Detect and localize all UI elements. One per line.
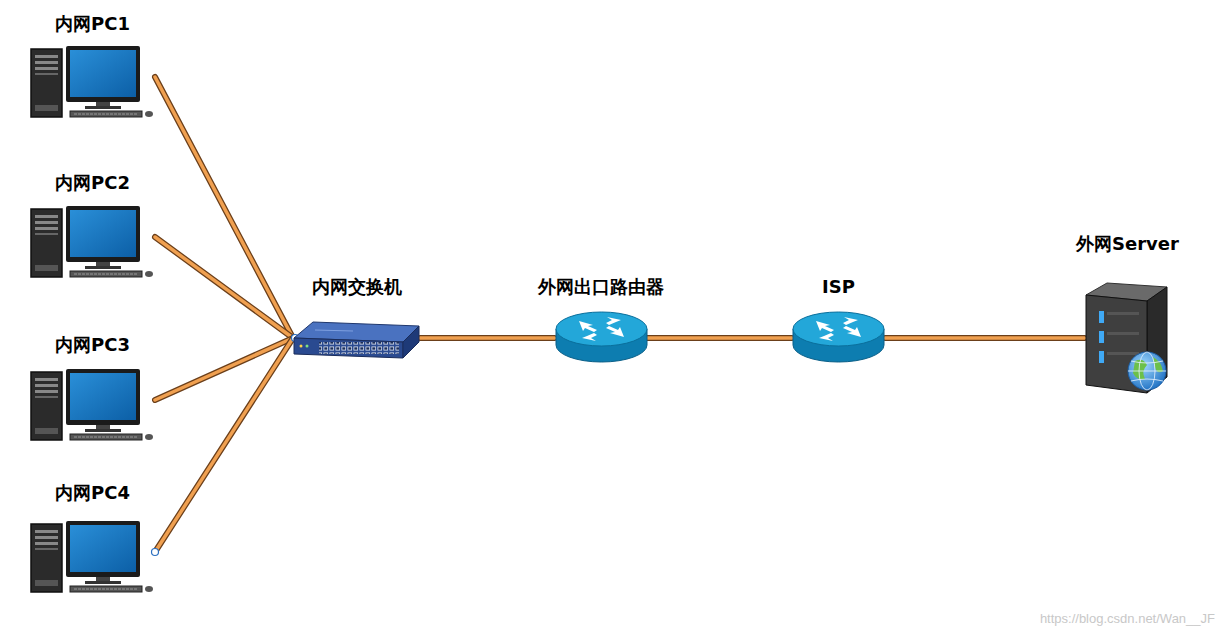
device-node: 内网PC2 <box>30 172 155 280</box>
device-node: 内网交换机 <box>293 276 420 360</box>
network-cable <box>648 338 793 339</box>
cable-core <box>155 77 293 338</box>
cable-core <box>420 336 555 340</box>
device-label: 内网PC1 <box>55 13 130 35</box>
device-icon-graphic <box>1085 281 1171 395</box>
device-label: 外网出口路由器 <box>538 276 664 298</box>
device-icon <box>1085 281 1171 395</box>
device-label: 内网PC2 <box>55 172 130 194</box>
cable-outline <box>155 338 293 552</box>
network-cable <box>420 338 555 339</box>
device-label: 内网PC3 <box>55 334 130 356</box>
device-node: 内网PC1 <box>30 13 155 120</box>
device-label: 内网交换机 <box>312 276 402 298</box>
network-cable <box>885 338 1085 339</box>
device-label: 外网Server <box>1076 233 1179 255</box>
cable-outline <box>155 237 293 338</box>
device-node: ISP <box>792 276 885 365</box>
device-icon-graphic <box>30 45 155 120</box>
network-cable <box>155 77 293 338</box>
device-icon-graphic <box>30 520 155 595</box>
watermark: https://blog.csdn.net/Wan__JF <box>1040 611 1215 626</box>
device-icon <box>555 311 648 365</box>
device-icon <box>30 368 155 443</box>
device-icon-graphic <box>293 316 420 360</box>
cable-outline <box>155 77 293 338</box>
network-cable <box>155 237 293 338</box>
cable-core <box>155 338 293 552</box>
device-icon <box>30 205 155 280</box>
cable-outline <box>885 335 1085 341</box>
device-node: 内网PC4 <box>30 482 155 595</box>
cable-core <box>648 336 793 340</box>
device-node: 内网PC3 <box>30 334 155 443</box>
device-icon <box>792 311 885 365</box>
device-icon-graphic <box>792 311 885 365</box>
device-label: 内网PC4 <box>55 482 130 504</box>
cable-outline <box>420 335 555 341</box>
cable-core <box>155 237 293 338</box>
network-cable <box>155 338 293 552</box>
connection-dot <box>152 549 159 556</box>
device-icon-graphic <box>30 368 155 443</box>
device-icon <box>30 520 155 595</box>
device-icon-graphic <box>30 205 155 280</box>
device-icon-graphic <box>555 311 648 365</box>
cable-outline <box>648 335 793 341</box>
device-label: ISP <box>822 276 855 298</box>
device-node: 外网出口路由器 <box>536 276 666 365</box>
device-icon <box>30 45 155 120</box>
cable-core <box>885 336 1085 340</box>
device-node: 外网Server <box>1074 233 1181 395</box>
device-icon <box>293 316 420 360</box>
